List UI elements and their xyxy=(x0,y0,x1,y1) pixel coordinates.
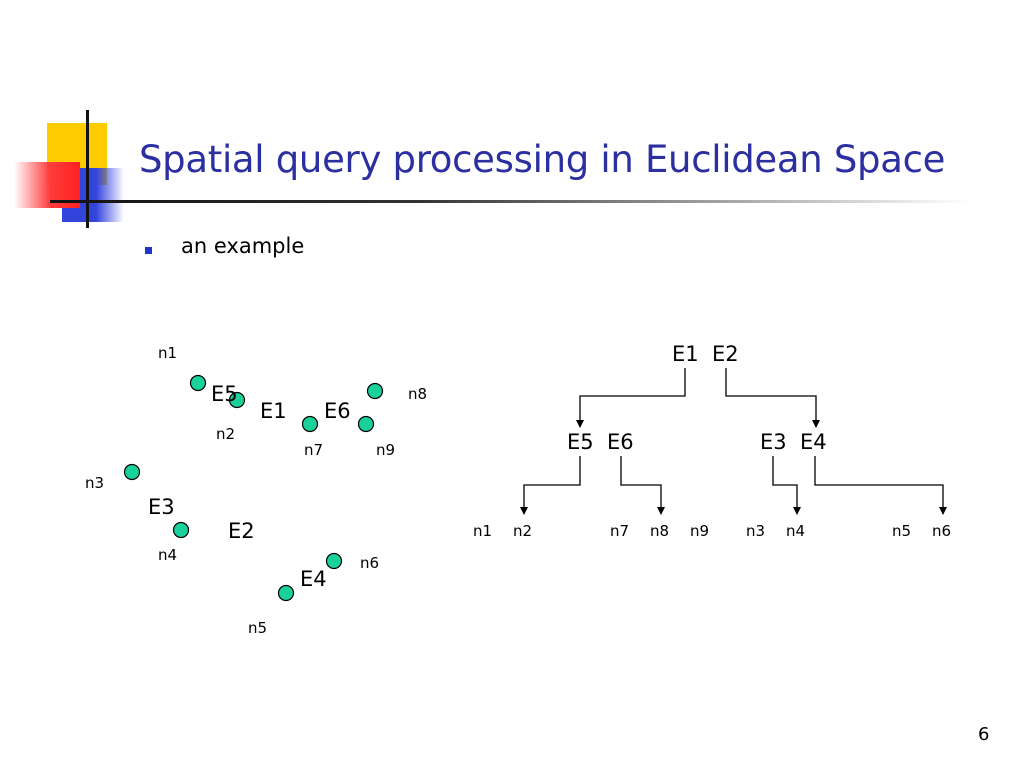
arrow-E2-to-E3E4 xyxy=(725,368,820,428)
tree-node-E5: E5 xyxy=(567,430,594,454)
rtree-leaf-nodes: n1 n2 n7 n8 n9 n3 n4 n5 n6 xyxy=(473,522,951,540)
point-label-n2: n2 xyxy=(216,425,235,443)
logo-vertical-line xyxy=(86,110,89,228)
tree-root-E1: E1 xyxy=(672,342,699,366)
point-n3 xyxy=(123,463,141,481)
point-n9 xyxy=(357,415,375,433)
point-n2 xyxy=(228,391,246,409)
bullet-square-icon xyxy=(145,247,152,254)
point-label-n8: n8 xyxy=(408,385,427,403)
point-label-n9: n9 xyxy=(376,441,395,459)
tree-leaf-n3: n3 xyxy=(746,522,765,540)
page-number: 6 xyxy=(978,724,990,745)
point-n5 xyxy=(277,584,295,602)
rtree-root-node: E1 E2 xyxy=(672,342,739,366)
tree-leaf-n7: n7 xyxy=(610,522,629,540)
tree-node-E3: E3 xyxy=(760,430,787,454)
point-label-n4: n4 xyxy=(158,546,177,564)
region-label-E2: E2 xyxy=(228,519,255,543)
region-label-E1: E1 xyxy=(260,399,287,423)
point-label-n5: n5 xyxy=(248,619,267,637)
point-label-n3: n3 xyxy=(85,474,104,492)
spatial-points xyxy=(123,374,384,602)
region-label-E6: E6 xyxy=(324,399,351,423)
slide-title: Spatial query processing in Euclidean Sp… xyxy=(139,138,946,181)
spatial-point-labels: n1 n2 n3 n4 n5 n6 n7 n8 n9 xyxy=(85,344,427,637)
decorative-logo xyxy=(0,0,140,230)
tree-node-E6: E6 xyxy=(607,430,634,454)
point-label-n6: n6 xyxy=(360,554,379,572)
point-n7 xyxy=(301,415,319,433)
point-n6 xyxy=(325,552,343,570)
arrow-E3-to-n3n4 xyxy=(772,456,801,515)
point-label-n1: n1 xyxy=(158,344,177,362)
tree-node-E4: E4 xyxy=(800,430,827,454)
arrow-E1-to-E5E6 xyxy=(576,368,686,428)
tree-leaf-n4: n4 xyxy=(786,522,805,540)
tree-leaf-n6: n6 xyxy=(932,522,951,540)
arrow-E6-to-n7n8n9 xyxy=(620,456,665,515)
spatial-region-labels: E5 E1 E6 E3 E2 E4 xyxy=(148,382,351,591)
arrow-E4-to-n5n6 xyxy=(814,456,947,515)
region-label-E4: E4 xyxy=(300,567,327,591)
title-underline xyxy=(50,200,970,203)
region-label-E5: E5 xyxy=(211,382,238,406)
tree-root-E2: E2 xyxy=(712,342,739,366)
bullet-text: an example xyxy=(181,234,305,258)
region-label-E3: E3 xyxy=(148,495,175,519)
tree-leaf-n9: n9 xyxy=(690,522,709,540)
point-n8 xyxy=(366,382,384,400)
tree-leaf-n5: n5 xyxy=(892,522,911,540)
rtree-level1-nodes: E5 E6 E3 E4 xyxy=(567,430,827,454)
point-n4 xyxy=(172,521,190,539)
rtree-connectors xyxy=(520,368,947,515)
point-label-n7: n7 xyxy=(304,441,323,459)
tree-leaf-n8: n8 xyxy=(650,522,669,540)
arrow-E5-to-n1n2 xyxy=(520,456,581,515)
point-n1 xyxy=(189,374,207,392)
tree-leaf-n1: n1 xyxy=(473,522,492,540)
tree-leaf-n2: n2 xyxy=(513,522,532,540)
